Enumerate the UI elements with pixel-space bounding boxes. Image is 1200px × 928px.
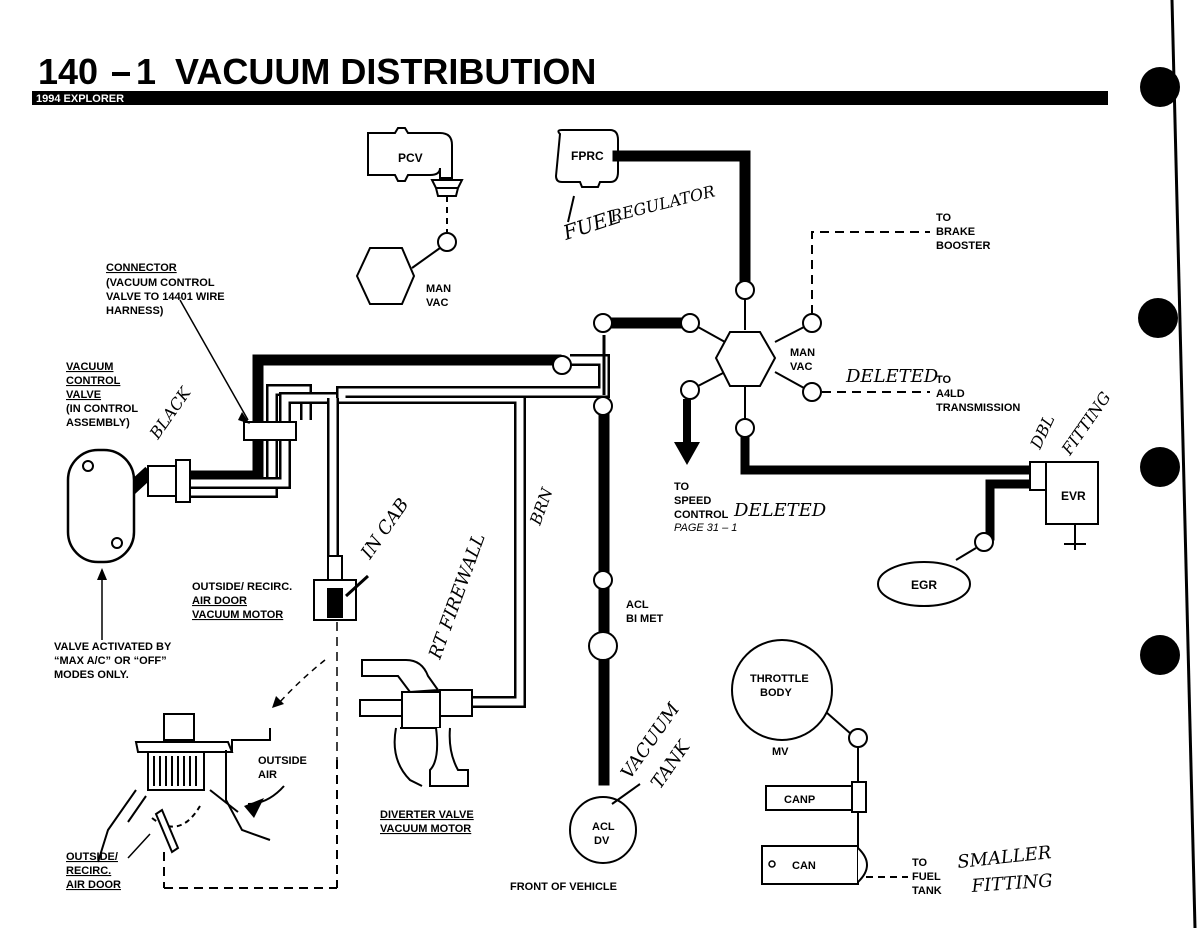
- connector-l3: HARNESS): [106, 305, 164, 317]
- labels: CONNECTOR (VACUUM CONTROL VALVE TO 14401…: [54, 212, 1020, 897]
- speed-l4: PAGE 31 – 1: [674, 522, 737, 534]
- a4ld-l2: A4LD: [936, 388, 965, 400]
- header: 140 1 VACUUM DISTRIBUTION 1994 EXPLORER: [32, 51, 1108, 105]
- hw-rt-firewall: RT FIREWALL: [425, 531, 490, 663]
- oar-vacuum-motor: [272, 555, 357, 760]
- diverter-l1: DIVERTER VALVE: [380, 809, 474, 821]
- pcv-label: PCV: [398, 151, 423, 165]
- page-title: VACUUM DISTRIBUTION: [175, 51, 596, 92]
- acl-bimet-l2: BI MET: [626, 613, 664, 625]
- manifold-nodes: [552, 280, 994, 748]
- binder-holes: [1138, 0, 1197, 928]
- connector-l2: VALVE TO 14401 WIRE: [106, 291, 225, 303]
- vacuum-control-valve: [66, 448, 136, 640]
- vcv-l5: ASSEMBLY): [66, 417, 130, 429]
- evr-label: EVR: [1061, 489, 1086, 503]
- hw-brn: BRN: [526, 484, 557, 528]
- vcv-connector: [147, 299, 297, 503]
- evr: EVR: [1029, 461, 1099, 550]
- a4ld-l1: TO: [936, 374, 952, 386]
- hw-fitting: FITTING: [1057, 388, 1115, 459]
- acl-dv-l1: ACL: [592, 821, 615, 833]
- canister: CAN: [761, 845, 908, 885]
- hw-regulator: REGULATOR: [607, 182, 717, 227]
- brake-l1: TO: [936, 212, 952, 224]
- oar-door-l2: RECIRC.: [66, 865, 111, 877]
- hw-in-cab: IN CAB: [356, 495, 413, 564]
- canp-label: CANP: [784, 794, 815, 806]
- brake-booster-line: [811, 231, 930, 314]
- acl-bimet-l1: ACL: [626, 599, 649, 611]
- connector-title: CONNECTOR: [106, 262, 177, 274]
- throttle-body: THROTTLE BODY MV: [731, 639, 852, 758]
- speed-l2: SPEED: [674, 495, 711, 507]
- hw-dbl: DBL: [1026, 412, 1059, 453]
- air-door-assembly: [97, 713, 338, 889]
- hw-fitting2: FITTING: [970, 870, 1053, 897]
- vehicle-subtitle: 1994 EXPLORER: [36, 93, 124, 105]
- man-vac-top-l1: MAN: [426, 283, 451, 295]
- outside-air-l2: AIR: [258, 769, 277, 781]
- man-vac-center-l2: VAC: [790, 361, 812, 373]
- black-hoses: [98, 150, 1035, 786]
- can-label: CAN: [792, 860, 816, 872]
- thin-hoses: [188, 335, 610, 708]
- pcv-valve: PCV MAN VAC: [355, 127, 464, 309]
- valve-act-l3: MODES ONLY.: [54, 669, 129, 681]
- section-sub: 1: [136, 51, 156, 92]
- vcv-l3: VALVE: [66, 389, 101, 401]
- connector-l1: (VACUUM CONTROL: [106, 277, 215, 289]
- hw-black: BLACK: [145, 383, 195, 443]
- oar-motor-l1: OUTSIDE/ RECIRC.: [192, 581, 292, 593]
- vcv-l4: (IN CONTROL: [66, 403, 138, 415]
- front-of-vehicle: FRONT OF VEHICLE: [510, 881, 617, 893]
- a4ld-l3: TRANSMISSION: [936, 402, 1020, 414]
- airflow-arrow: [244, 798, 264, 818]
- fuel-l3: TANK: [912, 885, 942, 897]
- brake-l2: BRAKE: [936, 226, 975, 238]
- throttle-l2: BODY: [760, 687, 792, 699]
- throttle-l1: THROTTLE: [750, 673, 809, 685]
- fuel-l2: FUEL: [912, 871, 941, 883]
- hw-deleted-a4ld: DELETED: [845, 366, 939, 387]
- mv-label: MV: [772, 746, 789, 758]
- acl-dv: ACL DV: [569, 796, 637, 864]
- egr: EGR: [877, 547, 977, 607]
- title-bar: [32, 91, 1108, 105]
- valve-act-l1: VALVE ACTIVATED BY: [54, 641, 172, 653]
- man-vac-center-hex: [714, 331, 777, 387]
- fprc: FPRC: [554, 129, 619, 188]
- fprc-label: FPRC: [571, 149, 604, 163]
- speed-control-arrow: [674, 399, 700, 465]
- oar-door-l3: AIR DOOR: [66, 879, 121, 891]
- diverter-valve: [359, 659, 473, 787]
- speed-l1: TO: [674, 481, 690, 493]
- canp: CANP: [765, 746, 867, 845]
- hw-smaller: SMALLER: [956, 842, 1052, 873]
- oar-motor-l2: AIR DOOR: [192, 595, 247, 607]
- man-vac-center-l1: MAN: [790, 347, 815, 359]
- oar-door-l1: OUTSIDE/: [66, 851, 118, 863]
- man-vac-top-l2: VAC: [426, 297, 448, 309]
- section-number: 140: [38, 51, 98, 92]
- handwritten-notes: FUEL REGULATOR DELETED DELETED IN CAB RT…: [145, 182, 1115, 898]
- acl-dv-l2: DV: [594, 835, 610, 847]
- brake-l3: BOOSTER: [936, 240, 990, 252]
- valve-act-l2: “MAX A/C” OR “OFF”: [54, 655, 167, 667]
- diverter-l2: VACUUM MOTOR: [380, 823, 471, 835]
- speed-l3: CONTROL: [674, 509, 729, 521]
- hw-deleted-speed: DELETED: [733, 500, 827, 521]
- fuel-l1: TO: [912, 857, 928, 869]
- spokes: [697, 299, 805, 420]
- egr-label: EGR: [911, 578, 937, 592]
- oar-motor-l3: VACUUM MOTOR: [192, 609, 283, 621]
- outside-air-l1: OUTSIDE: [258, 755, 307, 767]
- vcv-l1: VACUUM: [66, 361, 113, 373]
- vcv-l2: CONTROL: [66, 375, 121, 387]
